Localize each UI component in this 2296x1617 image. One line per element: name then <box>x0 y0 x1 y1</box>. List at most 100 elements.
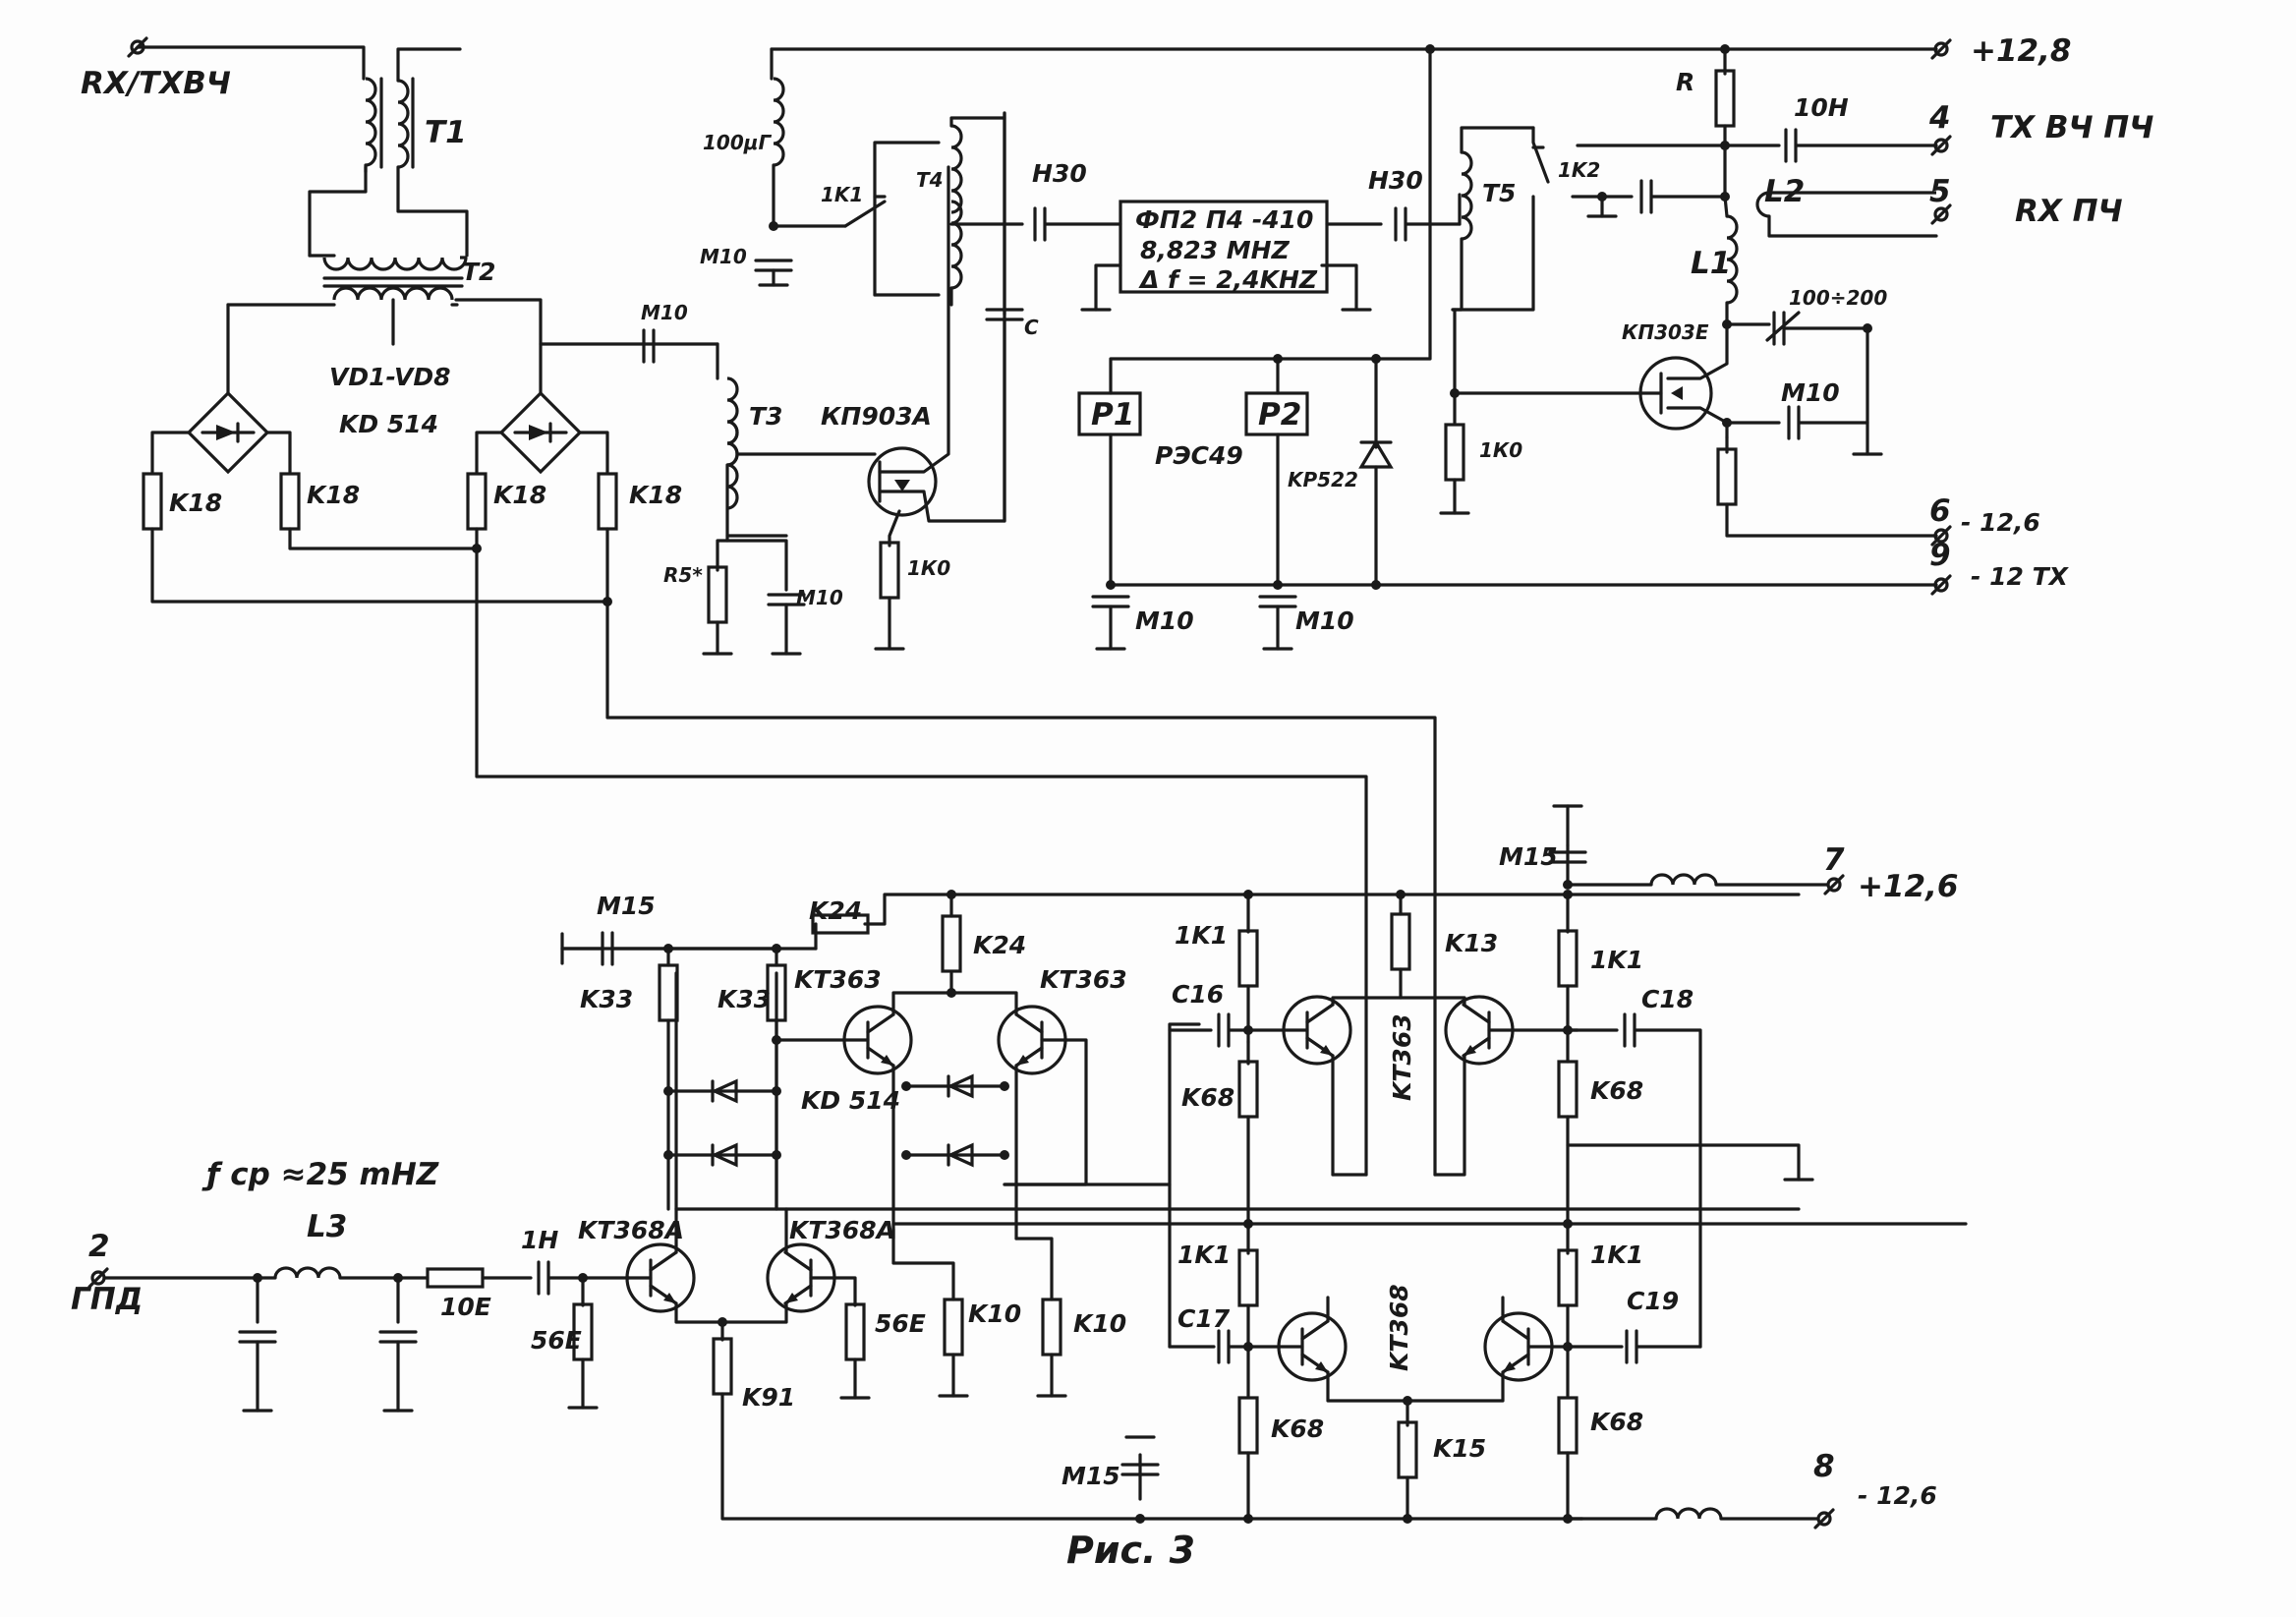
label-cap-10h: 10H <box>1794 93 1849 122</box>
label-pwr-plus-128: +12,8 <box>1971 33 2071 69</box>
label-m10-t3b: M10 <box>796 586 843 609</box>
label-k24-a: K24 <box>809 896 862 925</box>
rf-amplifier-section <box>702 47 1122 656</box>
label-kt368a-b: KT368A <box>789 1216 895 1244</box>
label-m15-left: M15 <box>597 892 656 920</box>
label-pin8: 8 <box>1813 1449 1835 1484</box>
label-kp303e: КП303Е <box>1622 320 1709 344</box>
label-kt368a-a: KT368A <box>578 1216 684 1244</box>
label-pin4: 4 <box>1928 100 1951 136</box>
label-c17: C17 <box>1177 1304 1231 1333</box>
label-r5: R5* <box>663 563 703 587</box>
label-plus-126: +12,6 <box>1858 869 1958 904</box>
label-100uh: 100μΓ <box>703 131 772 154</box>
label-l2: L2 <box>1764 174 1805 209</box>
label-tx-if: TX ВЧ ПЧ <box>1990 110 2153 145</box>
label-m10-t3: M10 <box>641 301 688 324</box>
label-trim-cap: 100÷200 <box>1789 286 1887 310</box>
label-f-cp: ƒ cp ≈25 mHZ <box>201 1157 439 1192</box>
label-t3: T3 <box>749 402 782 431</box>
figure-caption: Рис. 3 <box>1066 1529 1195 1572</box>
label-minus-126-b: - 12,6 <box>1858 1481 1937 1510</box>
label-kd514-top: KD 514 <box>339 410 438 438</box>
label-p2: P2 <box>1258 397 1301 433</box>
label-k91: K91 <box>742 1383 795 1412</box>
input-transformer-section <box>127 36 1437 1177</box>
label-p1: P1 <box>1091 397 1134 433</box>
label-kd514-bot: KD 514 <box>801 1086 900 1115</box>
label-1k0-a: 1К0 <box>907 556 950 580</box>
label-kt368: KT368 <box>1385 1284 1413 1371</box>
label-sw-1k1: 1K1 <box>821 183 863 206</box>
label-pin7: 7 <box>1823 842 1845 878</box>
label-rel-type: РЭС49 <box>1155 441 1243 470</box>
label-1k1-a: 1K1 <box>1175 921 1228 950</box>
label-gpd: ГПД <box>71 1282 143 1317</box>
label-t5: T5 <box>1482 179 1516 207</box>
label-1k1-d: 1K1 <box>1590 1241 1643 1269</box>
label-k18-2: K18 <box>307 481 360 509</box>
label-rx-if: RX ПЧ <box>2015 194 2123 229</box>
label-m10-t4: M10 <box>700 245 747 268</box>
label-kp903a: КП903А <box>821 402 932 431</box>
label-pin2: 2 <box>88 1229 110 1264</box>
label-l3: L3 <box>307 1209 347 1244</box>
label-kp522: KP522 <box>1288 468 1358 491</box>
filter-and-relay-section <box>770 38 1952 651</box>
label-t1: T1 <box>425 115 467 150</box>
label-1k0-b: 1К0 <box>1479 438 1522 462</box>
label-r10e: 10E <box>440 1293 491 1321</box>
label-m15-top: M15 <box>1499 842 1558 871</box>
label-l1: L1 <box>1691 246 1731 281</box>
label-sw-1k2: 1K2 <box>1558 158 1600 182</box>
label-k68-b: K68 <box>1590 1076 1643 1105</box>
label-k68-a: K68 <box>1181 1083 1234 1112</box>
label-k18-3: K18 <box>493 481 546 509</box>
label-pin5: 5 <box>1929 174 1951 209</box>
label-k68-d: K68 <box>1590 1408 1643 1436</box>
label-t2: T2 <box>462 258 495 286</box>
label-cap-c: C <box>1024 316 1039 339</box>
label-t4: T4 <box>916 168 944 192</box>
label-k33-a: K33 <box>580 985 633 1013</box>
label-m10-l1: M10 <box>1781 378 1840 407</box>
label-k13: K13 <box>1445 929 1498 957</box>
label-56e-b: 56E <box>875 1309 926 1338</box>
label-k18-4: K18 <box>629 481 682 509</box>
schematic-labels: RX/TXВЧ T1 T2 VD1-VD8 KD 514 K18 K18 K18… <box>71 33 2153 1572</box>
label-pin9: 9 <box>1929 538 1951 573</box>
label-k10-a: K10 <box>968 1299 1021 1328</box>
label-m10-p2: M10 <box>1295 606 1354 635</box>
label-c16: C16 <box>1172 980 1224 1009</box>
label-kt363-a: KT363 <box>794 965 882 994</box>
label-k15: K15 <box>1433 1434 1486 1463</box>
label-1k1-c: 1K1 <box>1177 1241 1231 1269</box>
if-output-section <box>1439 47 1952 547</box>
label-filter-1: ФП2 П4 -410 <box>1135 205 1313 234</box>
label-filter-2: 8,823 MHZ <box>1140 236 1291 264</box>
label-1k1-b: 1K1 <box>1590 946 1643 974</box>
label-k24-b: K24 <box>973 931 1026 959</box>
label-h30-a: H30 <box>1032 159 1087 188</box>
label-c19: C19 <box>1627 1287 1679 1315</box>
label-minus-126-a: - 12,6 <box>1961 508 2040 537</box>
label-k10-b: K10 <box>1073 1309 1126 1338</box>
label-rxtx-hf: RX/TXВЧ <box>81 66 231 101</box>
label-k33-b: K33 <box>718 985 771 1013</box>
label-h30-b: H30 <box>1368 166 1423 195</box>
label-pin6: 6 <box>1929 493 1951 529</box>
label-k68-c: K68 <box>1271 1415 1324 1443</box>
label-res-r: R <box>1676 68 1694 96</box>
label-vd-range: VD1-VD8 <box>329 363 451 391</box>
label-m15-bot: M15 <box>1062 1462 1120 1490</box>
balanced-amplifier-section <box>1168 804 1845 1530</box>
label-c1h: 1H <box>521 1226 558 1254</box>
label-minus-12tx: - 12 TX <box>1971 562 2070 591</box>
label-kt363-b: KT363 <box>1040 965 1127 994</box>
label-kt363-c: KT363 <box>1388 1013 1416 1101</box>
vfo-mixer-section <box>87 890 1968 1524</box>
label-filter-3: Δ f = 2,4KHZ <box>1138 265 1318 294</box>
label-56e-a: 56E <box>531 1326 582 1355</box>
label-m10-p1: M10 <box>1135 606 1194 635</box>
